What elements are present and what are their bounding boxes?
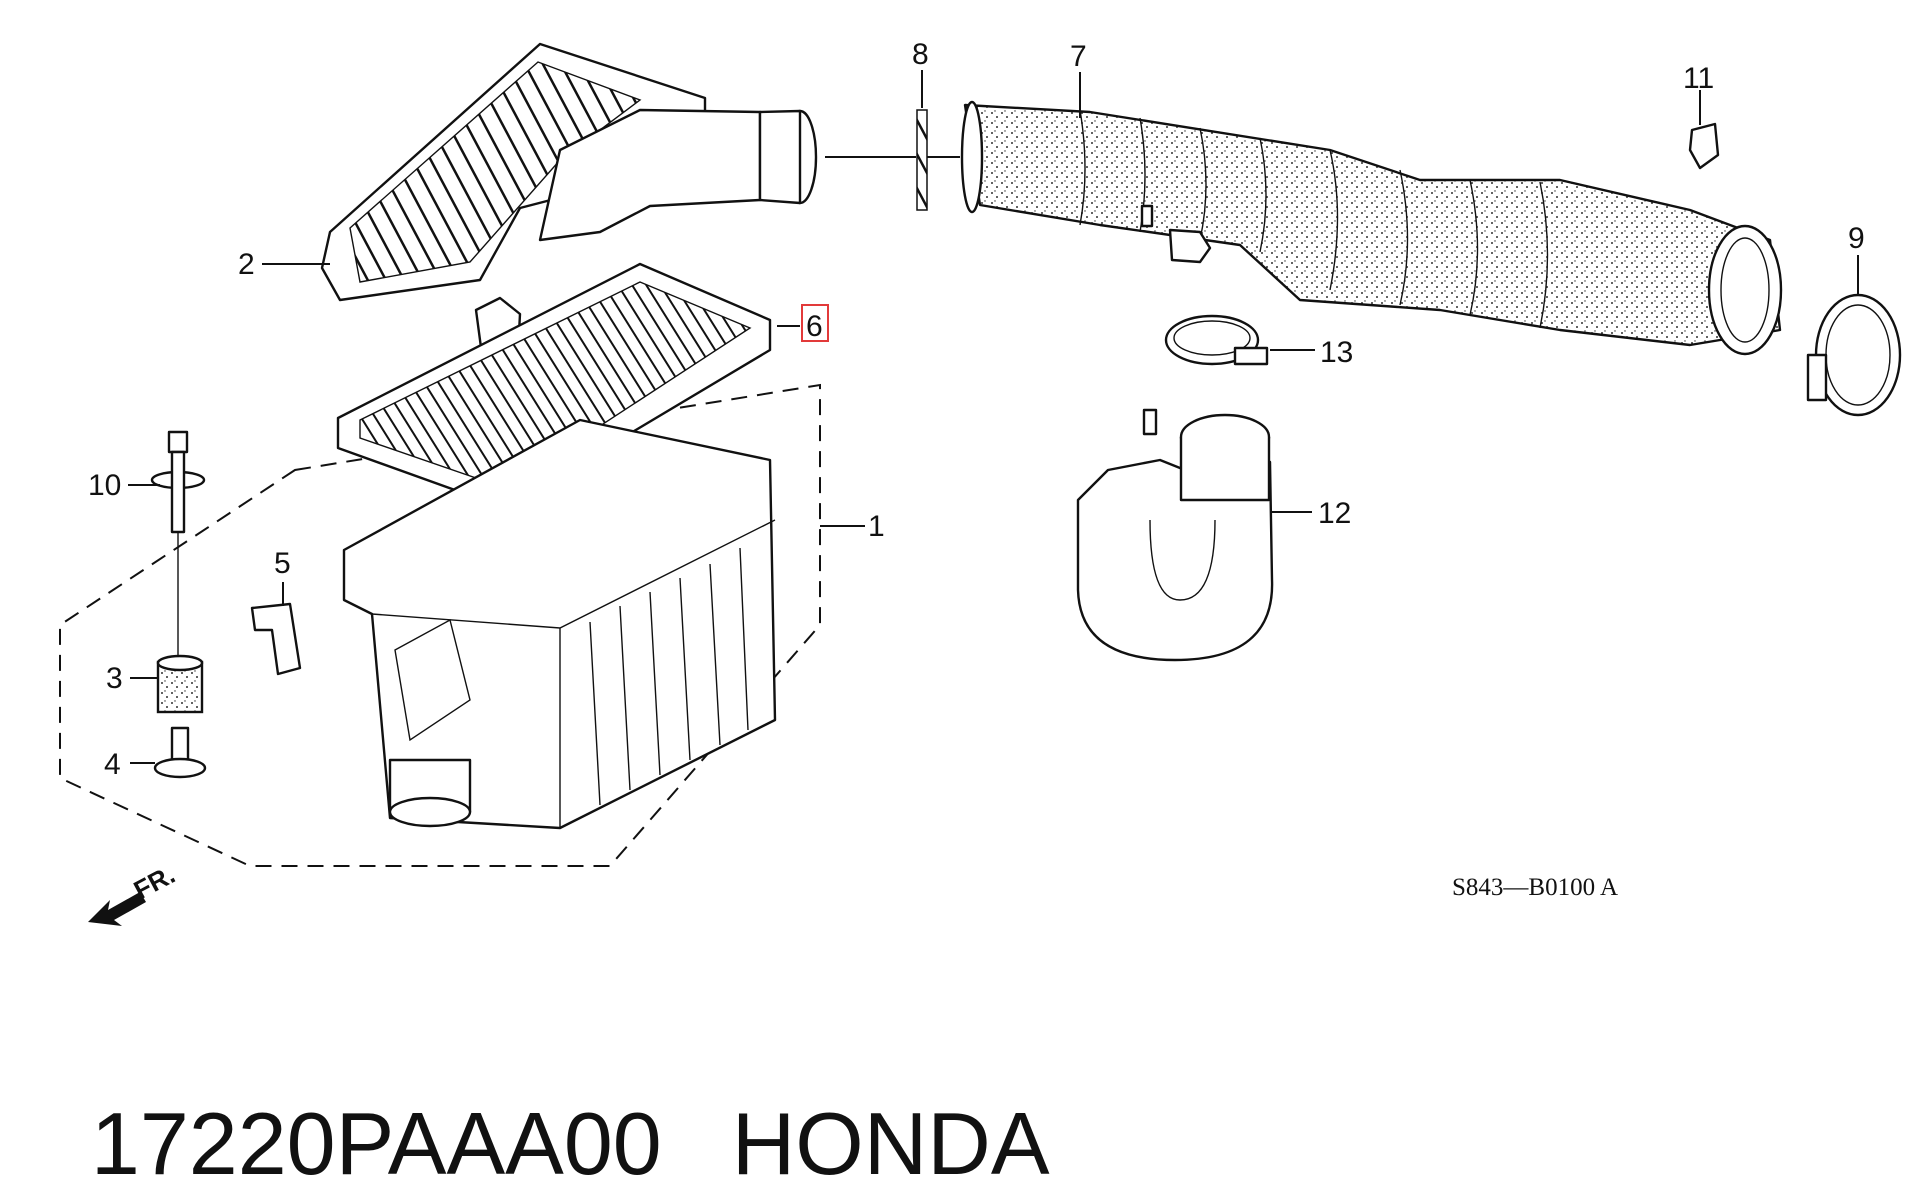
callout-7: 7 [1070,40,1087,73]
callout-1: 1 [868,510,885,543]
intake-duct [960,100,1783,356]
mount-hardware [150,430,207,779]
callout-5: 5 [274,547,291,580]
hose-clamp-9 [1806,293,1902,417]
callout-9: 9 [1848,222,1865,255]
brand-name: HONDA [731,1094,1050,1193]
callout-8: 8 [912,38,929,71]
mount-clip [250,602,302,676]
resonator [1076,408,1274,662]
callout-13: 13 [1320,336,1353,369]
air-filter-element [336,262,772,510]
callout-11: 11 [1683,62,1714,95]
leader-lines [128,70,1859,764]
callout-2: 2 [238,248,255,281]
front-direction-arrow: FR. [88,859,180,926]
part-number: 17220PAAA00 [90,1094,662,1193]
parts-diagram: 1 2 3 4 5 6 7 8 9 10 11 12 13 FR. S843—B… [59,38,1902,926]
callout-6: 6 [806,310,823,343]
callout-6-highlight [801,304,829,342]
callout-10: 10 [88,469,121,502]
callout-4: 4 [104,748,121,781]
callout-12: 12 [1318,497,1351,530]
air-cleaner-case [342,418,777,830]
clamp-band [916,109,928,211]
hose-clamp-13 [1164,314,1269,366]
callout-3: 3 [106,662,123,695]
diagram-code: S843—B0100 A [1452,874,1618,901]
clip-11 [1688,122,1720,170]
